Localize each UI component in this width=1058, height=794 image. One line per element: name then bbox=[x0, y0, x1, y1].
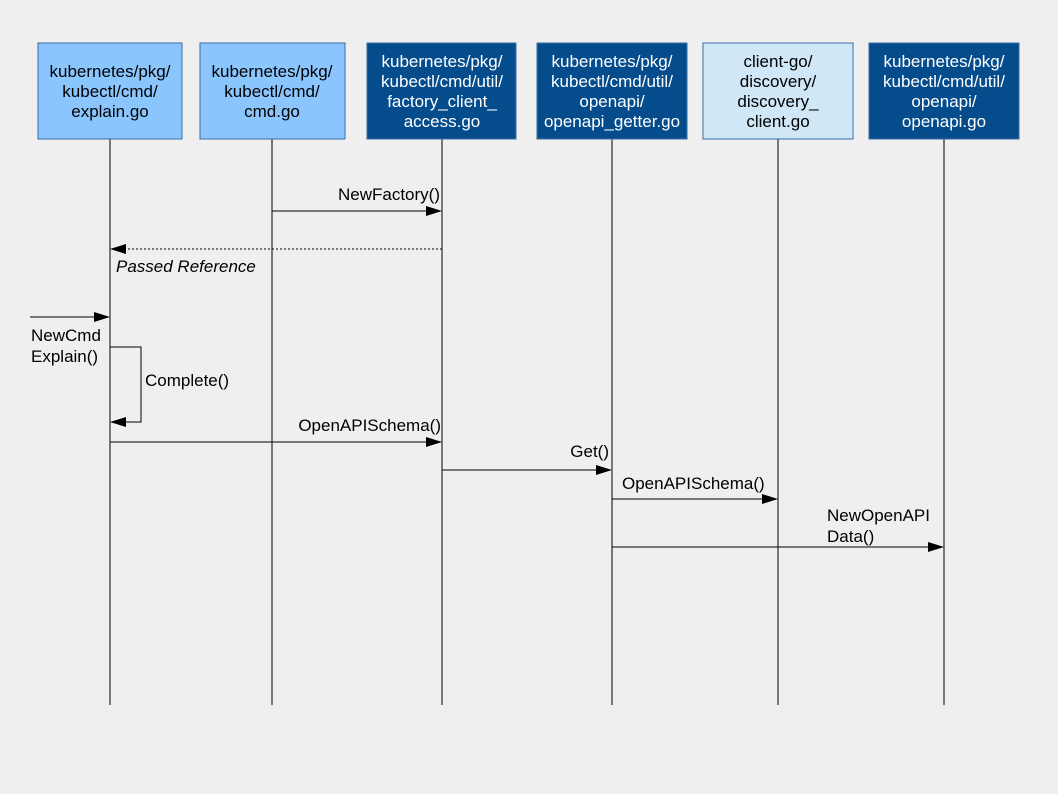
participant-label-line: kubectl/cmd/ bbox=[224, 82, 320, 101]
message-label: NewFactory() bbox=[338, 185, 440, 204]
message-passed-reference: Passed Reference bbox=[110, 244, 442, 276]
participant-label-line: access.go bbox=[404, 112, 481, 131]
participant-label-line: explain.go bbox=[71, 102, 149, 121]
participant-discovery: client-go/discovery/discovery_client.go bbox=[702, 42, 854, 705]
participant-factory: kubernetes/pkg/kubectl/cmd/util/factory_… bbox=[366, 42, 517, 705]
message-new-openapi-data: NewOpenAPI Data() bbox=[612, 506, 944, 552]
participant-box-openapi bbox=[868, 42, 1020, 140]
message-openapi-schema-2: OpenAPISchema() bbox=[612, 474, 778, 504]
participant-label-line: kubectl/cmd/ bbox=[62, 82, 158, 101]
arrow-head bbox=[426, 206, 442, 216]
participant-label-line: kubectl/cmd/util/ bbox=[551, 72, 673, 91]
participant-label-line: openapi_getter.go bbox=[544, 112, 680, 131]
participant-getter: kubernetes/pkg/kubectl/cmd/util/openapi/… bbox=[536, 42, 688, 705]
participant-label-line: kubernetes/pkg/ bbox=[552, 52, 673, 71]
message-label: NewCmd bbox=[31, 326, 101, 345]
participants: kubernetes/pkg/kubectl/cmd/explain.gokub… bbox=[37, 42, 1020, 705]
participant-label-line: kubernetes/pkg/ bbox=[50, 62, 171, 81]
participant-label-line: client.go bbox=[746, 112, 809, 131]
message-label: OpenAPISchema() bbox=[622, 474, 765, 493]
participant-label-line: openapi.go bbox=[902, 112, 986, 131]
participant-explain: kubernetes/pkg/kubectl/cmd/explain.go bbox=[37, 42, 183, 705]
arrow-head bbox=[928, 542, 944, 552]
participant-label-line: client-go/ bbox=[744, 52, 813, 71]
message-label: Get() bbox=[570, 442, 609, 461]
participant-box-cmd bbox=[199, 42, 346, 140]
message-new-factory: NewFactory() bbox=[272, 185, 442, 216]
participant-label-line: cmd.go bbox=[244, 102, 300, 121]
participant-box-discovery bbox=[702, 42, 854, 140]
message-openapi-schema-1: OpenAPISchema() bbox=[110, 416, 442, 447]
participant-box-factory bbox=[366, 42, 517, 140]
arrow-head bbox=[110, 417, 126, 427]
message-label: Data() bbox=[827, 527, 874, 546]
arrow-head bbox=[426, 437, 442, 447]
arrow-head bbox=[762, 494, 778, 504]
participant-label-line: factory_client_ bbox=[387, 92, 497, 111]
participant-box-getter bbox=[536, 42, 688, 140]
message-label: Explain() bbox=[31, 347, 98, 366]
messages: NewFactory() Passed ReferenceNewCmdExplai… bbox=[30, 185, 944, 552]
participant-label-line: kubectl/cmd/util/ bbox=[381, 72, 503, 91]
message-label: OpenAPISchema() bbox=[298, 416, 441, 435]
message-label: Complete() bbox=[145, 371, 229, 390]
message-line bbox=[110, 346, 142, 423]
message-label: NewOpenAPI bbox=[827, 506, 930, 525]
participant-box-explain bbox=[37, 42, 183, 140]
participant-label-line: openapi/ bbox=[911, 92, 977, 111]
participant-openapi: kubernetes/pkg/kubectl/cmd/util/openapi/… bbox=[868, 42, 1020, 705]
message-get: Get() bbox=[442, 442, 612, 475]
arrow-head bbox=[596, 465, 612, 475]
participant-label-line: discovery/ bbox=[740, 72, 817, 91]
participant-cmd: kubernetes/pkg/kubectl/cmd/cmd.go bbox=[199, 42, 346, 705]
arrow-head bbox=[110, 244, 126, 254]
participant-label-line: kubernetes/pkg/ bbox=[884, 52, 1005, 71]
participant-label-line: kubernetes/pkg/ bbox=[382, 52, 503, 71]
participant-label-line: kubernetes/pkg/ bbox=[212, 62, 333, 81]
message-label: Passed Reference bbox=[116, 257, 256, 276]
participant-label-line: discovery_ bbox=[737, 92, 819, 111]
participant-label-line: openapi/ bbox=[579, 92, 645, 111]
participant-label-line: kubectl/cmd/util/ bbox=[883, 72, 1005, 91]
arrow-head bbox=[94, 312, 110, 322]
message-complete: Complete() bbox=[110, 346, 229, 427]
